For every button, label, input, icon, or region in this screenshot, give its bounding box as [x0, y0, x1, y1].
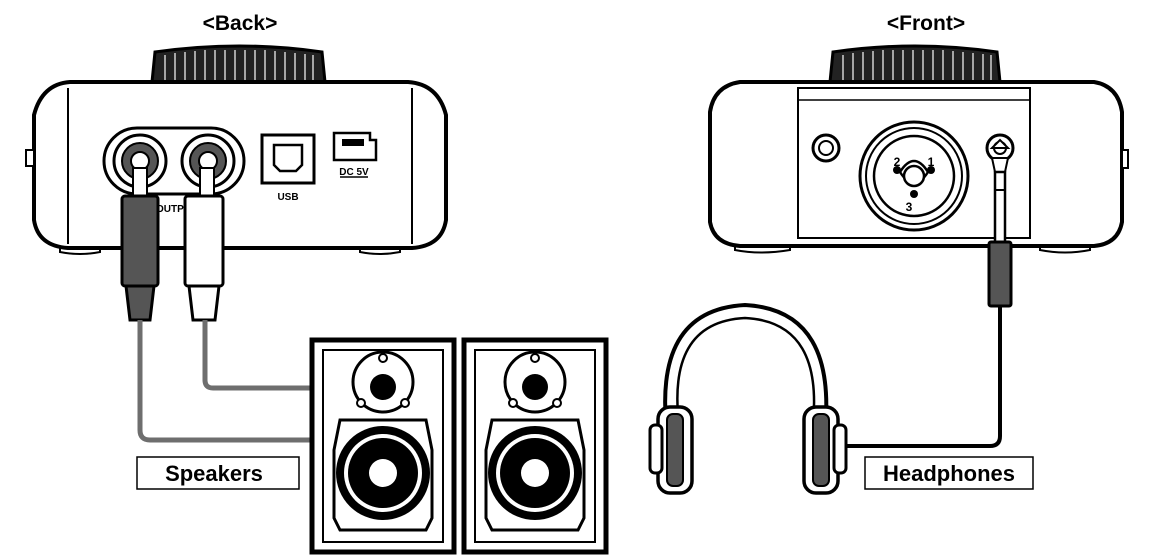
rca-plug-left [120, 167, 160, 322]
headphone-cable [840, 306, 1002, 448]
speaker-cables [137, 320, 312, 443]
headphone-plug [987, 138, 1013, 308]
xlr-combo-jack: 2 1 3 [858, 120, 970, 232]
speakers-label-text: Speakers [165, 461, 263, 486]
speakers-label: Speakers [136, 456, 300, 490]
output-label: OUTPUT [156, 204, 197, 215]
front-unit: <Front> [708, 12, 1129, 308]
xlr-pin-2: 2 [894, 155, 901, 169]
speaker-right [461, 337, 609, 555]
speaker-left [309, 337, 457, 555]
dc-port: DC 5V [332, 131, 378, 178]
dc-label: DC 5V [339, 167, 369, 178]
xlr-pin-3: 3 [906, 200, 913, 214]
rca-plug-right [183, 167, 225, 322]
back-title: <Back> [203, 12, 278, 35]
back-volume-knob [150, 44, 327, 84]
front-title: <Front> [887, 12, 965, 35]
instrument-jack [811, 133, 841, 163]
usb-port: USB [260, 133, 316, 203]
xlr-pin-1: 1 [928, 155, 935, 169]
headphones-label: Headphones [864, 456, 1034, 490]
back-unit: <Back> [25, 12, 448, 322]
usb-label: USB [277, 192, 298, 203]
headphones-label-text: Headphones [883, 461, 1015, 486]
front-volume-knob [828, 44, 1002, 84]
headphones-icon [648, 302, 848, 495]
